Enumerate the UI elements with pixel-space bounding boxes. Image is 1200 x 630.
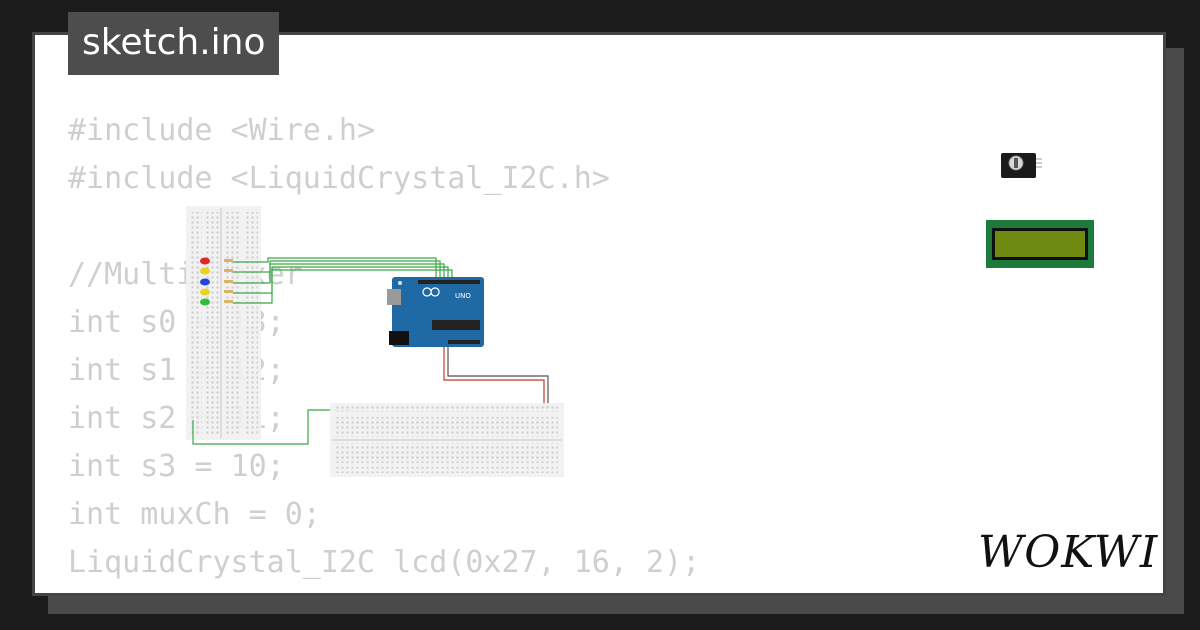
preview-card: #include <Wire.h> #include <LiquidCrystal… bbox=[32, 32, 1166, 596]
brand-text: WOKWI bbox=[978, 527, 1159, 578]
lcd-display-icon[interactable] bbox=[986, 220, 1094, 268]
breadboard-horizontal[interactable] bbox=[330, 403, 564, 477]
led-red[interactable] bbox=[200, 257, 210, 265]
arduino-uno-board[interactable]: UNO bbox=[387, 277, 484, 347]
code-line: #include <Wire.h> bbox=[68, 113, 376, 148]
potentiometer-icon[interactable] bbox=[1001, 153, 1042, 178]
code-line: //Multiplexer bbox=[68, 257, 303, 292]
led-yellow[interactable] bbox=[200, 288, 210, 296]
code-line: #include <LiquidCrystal_I2C.h> bbox=[68, 161, 610, 196]
wokwi-logo: WOKWI bbox=[978, 527, 1159, 578]
resistors bbox=[224, 259, 233, 303]
wires-power bbox=[443, 346, 549, 408]
wires-green bbox=[192, 257, 453, 445]
code-snippet: #include <Wire.h> #include <LiquidCrystal… bbox=[68, 107, 700, 587]
led-green[interactable] bbox=[200, 298, 210, 306]
code-line: LiquidCrystal_I2C lcd(0x27, 16, 2); bbox=[68, 545, 701, 580]
file-tab[interactable]: sketch.ino bbox=[68, 12, 280, 75]
code-line: int s3 = 10; bbox=[68, 449, 285, 484]
board-label: UNO bbox=[455, 292, 471, 300]
code-line: int muxCh = 0; bbox=[68, 497, 321, 532]
breadboard-vertical[interactable] bbox=[186, 206, 261, 440]
led-yellow[interactable] bbox=[200, 267, 210, 275]
led-blue[interactable] bbox=[200, 278, 210, 286]
